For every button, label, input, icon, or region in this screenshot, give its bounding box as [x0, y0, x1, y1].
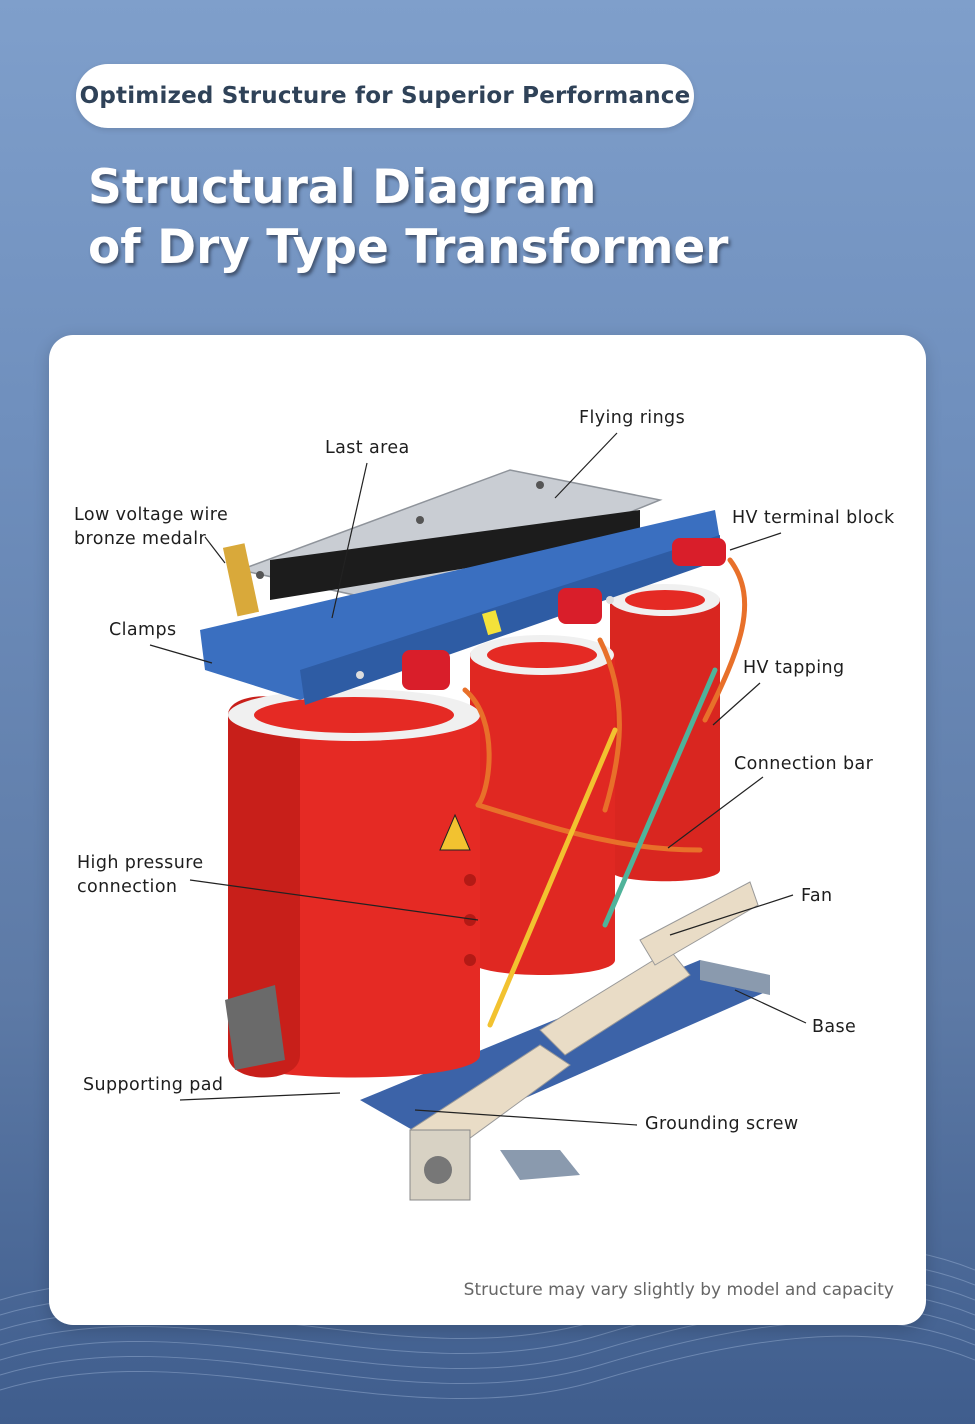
footnote: Structure may vary slightly by model and…	[463, 1280, 894, 1300]
header-badge-text: Optimized Structure for Superior Perform…	[79, 83, 691, 109]
label-hv-terminal-block: HV terminal block	[732, 508, 895, 528]
header-badge: Optimized Structure for Superior Perform…	[76, 64, 694, 128]
leader-lines	[149, 432, 807, 1126]
leader-high-pressure	[189, 879, 479, 921]
label-grounding-screw: Grounding screw	[645, 1114, 799, 1134]
page-title-line2: of Dry Type Transformer	[88, 220, 729, 275]
leader-flying-rings	[554, 432, 618, 499]
coil-right	[610, 584, 720, 882]
leader-grounding-screw	[414, 1109, 638, 1126]
label-supporting-pad: Supporting pad	[83, 1075, 224, 1095]
leader-clamps	[149, 644, 213, 664]
label-fan: Fan	[801, 886, 833, 906]
page-title-line1: Structural Diagram	[88, 160, 597, 215]
coil-front	[228, 689, 480, 1078]
label-clamps: Clamps	[109, 620, 177, 640]
leader-hv-tapping	[712, 682, 761, 726]
page-title: Structural Diagram of Dry Type Transform…	[88, 158, 728, 278]
label-high-pressure-line1: High pressure	[77, 853, 204, 873]
label-low-voltage-line1: Low voltage wire	[74, 505, 229, 525]
label-last-area: Last area	[325, 438, 410, 458]
leader-fan	[669, 894, 794, 936]
label-high-pressure-line2: connection	[77, 877, 178, 897]
leader-base	[734, 989, 807, 1024]
leader-connection-bar	[667, 776, 764, 849]
label-hv-tapping: HV tapping	[743, 658, 845, 678]
label-flying-rings: Flying rings	[579, 408, 686, 428]
top-frame	[222, 469, 663, 617]
hv-insulators	[402, 538, 726, 690]
label-low-voltage-line2: bronze medalr	[74, 529, 207, 549]
leader-supporting-pad	[179, 1092, 341, 1101]
label-base: Base	[812, 1017, 857, 1037]
label-connection-bar: Connection bar	[734, 754, 874, 774]
leader-hv-terminal	[729, 532, 782, 551]
coil-middle	[470, 635, 615, 975]
cooling-fans	[225, 881, 759, 1201]
leader-low-voltage	[204, 536, 226, 564]
connection-cables	[462, 557, 748, 1028]
leader-last-area	[331, 462, 368, 619]
